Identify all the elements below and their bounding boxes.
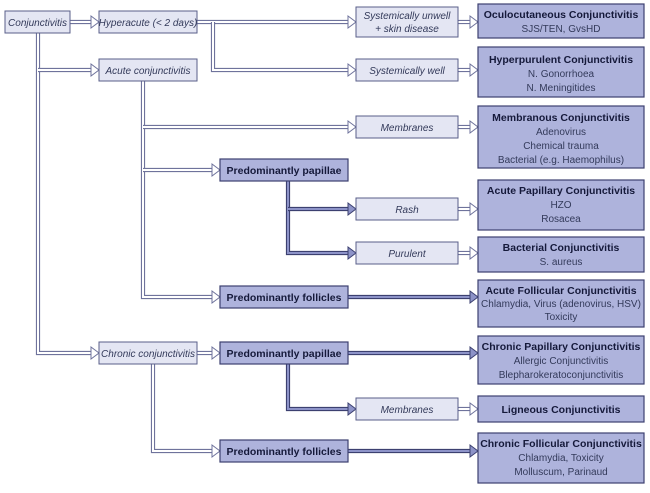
outcome-bacterial: Bacterial Conjunctivitis S. aureus xyxy=(477,236,645,273)
outcome-bacterial-line-1: S. aureus xyxy=(540,257,583,268)
node-membranes-chronic: Membranes xyxy=(355,397,459,421)
outcome-hyperpurulent-line-2: N. Meningitides xyxy=(527,83,596,94)
outcome-hyperpurulent-line-1: N. Gonorrhoea xyxy=(528,69,595,80)
node-chronic: Chronic conjunctivitis xyxy=(98,341,198,365)
node-membranes-chronic-label: Membranes xyxy=(381,405,434,416)
outcome-oculocutaneous-line-1: SJS/TEN, GvsHD xyxy=(522,24,601,35)
outcome-hyperpurulent: Hyperpurulent Conjunctivitis N. Gonorrho… xyxy=(477,46,645,98)
node-rash-label: Rash xyxy=(395,205,419,216)
arrow-heads xyxy=(90,15,479,458)
outcome-membranous-line-1: Adenovirus xyxy=(536,127,586,138)
outcome-acute-papillary-line-2: Rosacea xyxy=(541,214,581,225)
node-pred-follicles-acute-label: Predominantly follicles xyxy=(227,292,342,304)
node-pred-follicles-chronic: Predominantly follicles xyxy=(219,439,349,463)
outcome-chronic-papillary-title: Chronic Papillary Conjunctivitis xyxy=(482,341,641,353)
outcome-chronic-follicular-title: Chronic Follicular Conjunctivitis xyxy=(480,438,642,450)
node-pred-papillae-chronic-label: Predominantly papillae xyxy=(227,348,342,360)
node-systemically-well-label: Systemically well xyxy=(369,66,445,77)
node-acute: Acute conjunctivitis xyxy=(98,58,198,82)
outcome-acute-papillary: Acute Papillary Conjunctivitis HZO Rosac… xyxy=(477,179,645,231)
node-purulent: Purulent xyxy=(355,241,459,265)
outcome-ligneous: Ligneous Conjunctivitis xyxy=(477,395,645,423)
outcome-acute-follicular-line-1: Chlamydia, Virus (adenovirus, HSV) xyxy=(481,299,641,310)
node-chronic-label: Chronic conjunctivitis xyxy=(101,349,195,360)
node-acute-label: Acute conjunctivitis xyxy=(104,66,190,77)
node-purulent-label: Purulent xyxy=(388,249,426,260)
node-pred-papillae-acute: Predominantly papillae xyxy=(219,158,349,182)
node-pred-papillae-acute-label: Predominantly papillae xyxy=(227,165,342,177)
outcome-chronic-follicular-line-1: Chlamydia, Toxicity xyxy=(518,453,603,464)
outcome-oculocutaneous-title: Oculocutaneous Conjunctivitis xyxy=(484,9,639,21)
outcome-acute-papillary-title: Acute Papillary Conjunctivitis xyxy=(487,185,635,197)
node-systemically-unwell: Systemically unwell + skin disease xyxy=(355,6,459,38)
outcome-acute-papillary-line-1: HZO xyxy=(550,200,571,211)
node-hyperacute-label: Hyperacute (< 2 days) xyxy=(99,18,198,29)
outcome-chronic-papillary-line-1: Allergic Conjunctivitis xyxy=(514,356,608,367)
outcome-chronic-follicular: Chronic Follicular Conjunctivitis Chlamy… xyxy=(477,432,645,484)
node-systemically-unwell-line-2: + skin disease xyxy=(375,24,439,35)
outcome-chronic-papillary-line-2: Blepharokeratoconjunctivitis xyxy=(499,370,624,381)
outcome-membranous-title: Membranous Conjunctivitis xyxy=(492,112,630,124)
outcome-chronic-follicular-line-2: Molluscum, Parinaud xyxy=(514,467,607,478)
node-membranes-acute-label: Membranes xyxy=(381,123,434,134)
outcome-acute-follicular: Acute Follicular Conjunctivitis Chlamydi… xyxy=(477,279,645,328)
outcome-acute-follicular-line-2: Toxicity xyxy=(545,312,578,323)
connectors-dark xyxy=(285,181,471,454)
node-hyperacute: Hyperacute (< 2 days) xyxy=(98,10,198,34)
outcome-membranous-line-2: Chemical trauma xyxy=(523,141,599,152)
node-pred-follicles-chronic-label: Predominantly follicles xyxy=(227,446,342,458)
outcome-bacterial-title: Bacterial Conjunctivitis xyxy=(503,242,620,254)
connectors xyxy=(35,19,471,454)
outcome-ligneous-title: Ligneous Conjunctivitis xyxy=(501,404,620,416)
node-conjunctivitis: Conjunctivitis xyxy=(4,10,71,34)
node-systemically-well: Systemically well xyxy=(355,58,459,82)
outcome-hyperpurulent-title: Hyperpurulent Conjunctivitis xyxy=(489,54,633,66)
node-pred-papillae-chronic: Predominantly papillae xyxy=(219,341,349,365)
outcome-acute-follicular-title: Acute Follicular Conjunctivitis xyxy=(485,285,636,297)
outcome-chronic-papillary: Chronic Papillary Conjunctivitis Allergi… xyxy=(477,335,645,385)
node-conjunctivitis-label: Conjunctivitis xyxy=(8,18,67,29)
outcome-oculocutaneous: Oculocutaneous Conjunctivitis SJS/TEN, G… xyxy=(477,3,645,39)
node-membranes-acute: Membranes xyxy=(355,115,459,139)
node-rash: Rash xyxy=(355,197,459,221)
outcome-membranous: Membranous Conjunctivitis Adenovirus Che… xyxy=(477,105,645,169)
outcome-membranous-line-3: Bacterial (e.g. Haemophilus) xyxy=(498,155,624,166)
node-systemically-unwell-line-1: Systemically unwell xyxy=(364,11,451,22)
node-pred-follicles-acute: Predominantly follicles xyxy=(219,285,349,309)
